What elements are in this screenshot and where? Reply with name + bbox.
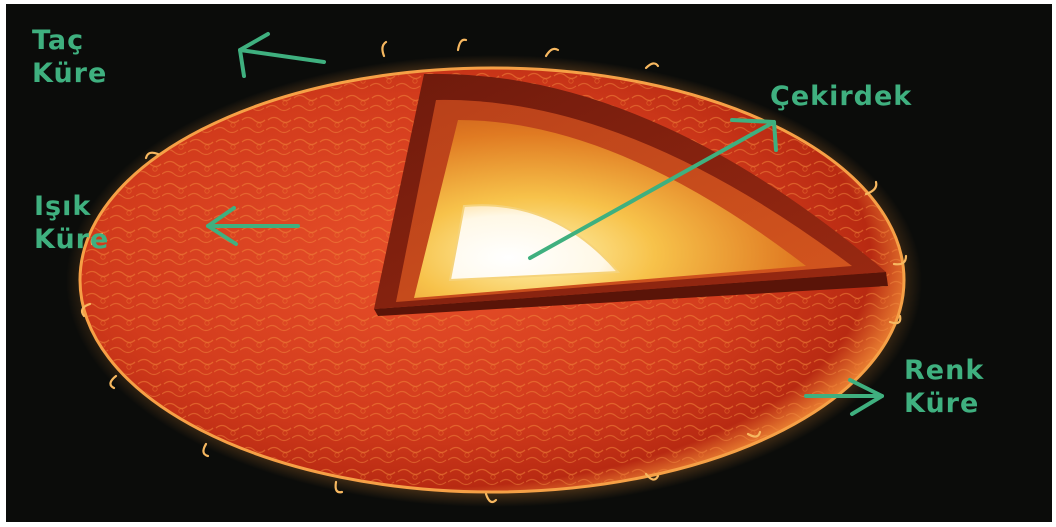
- core-label: Çekirdek: [770, 80, 912, 113]
- chromosphere-label-line1: Renk: [904, 354, 984, 387]
- corona-arrow: [240, 50, 324, 62]
- corona-label: Taç Küre: [32, 24, 107, 90]
- corona-label-line2: Küre: [32, 57, 107, 90]
- photosphere-label: Işık Küre: [34, 190, 109, 256]
- chromosphere-label-line2: Küre: [904, 387, 984, 420]
- corona-label-line1: Taç: [32, 24, 107, 57]
- sun-structure-diagram: Taç Küre Işık Küre Çekirdek Renk Küre: [6, 4, 1052, 522]
- photosphere-label-line2: Küre: [34, 223, 109, 256]
- chromosphere-label: Renk Küre: [904, 354, 984, 420]
- photosphere-label-line1: Işık: [34, 190, 109, 223]
- core-label-line1: Çekirdek: [770, 80, 912, 113]
